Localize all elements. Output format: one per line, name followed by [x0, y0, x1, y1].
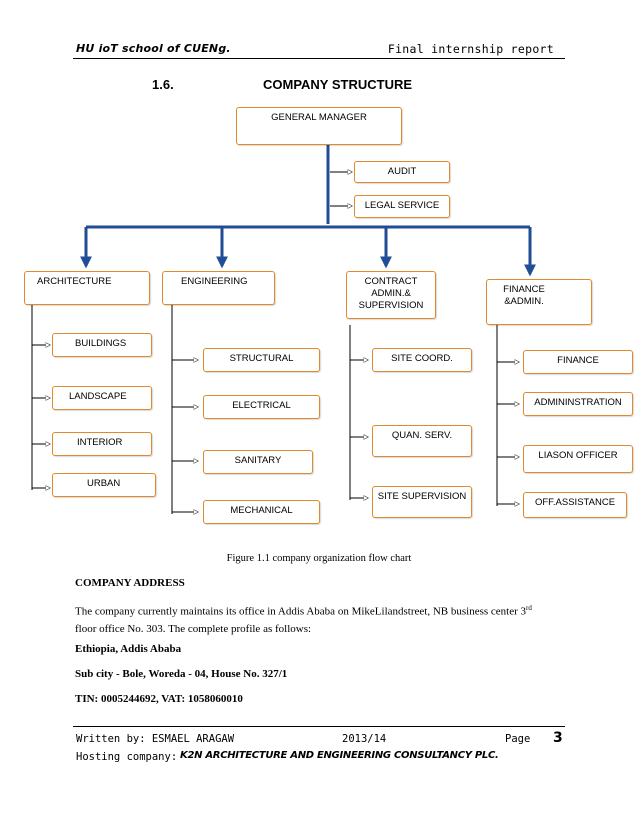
section-title: COMPANY STRUCTURE [263, 77, 413, 92]
address-superscript: rd [526, 604, 532, 612]
org-box-engineering: ENGINEERING [162, 271, 275, 305]
org-box-off-assistance: OFF.ASSISTANCE [523, 492, 627, 518]
org-box-contract-admin: CONTRACT ADMIN.& SUPERVISION [346, 271, 436, 319]
footer-page-number: 3 [553, 730, 563, 746]
address-paragraph: The company currently maintains its offi… [75, 600, 567, 638]
address-tin-vat: TIN: 0005244692, VAT: 1058060010 [75, 693, 243, 705]
address-subcity: Sub city - Bole, Woreda - 04, House No. … [75, 668, 288, 680]
org-box-liason-officer: LIASON OFFICER [523, 445, 633, 473]
org-box-mechanical: MECHANICAL [203, 500, 320, 524]
org-box-site-coord: SITE COORD. [372, 348, 472, 372]
org-box-sanitary: SANITARY [203, 450, 313, 474]
org-chart-connectors [31, 145, 536, 540]
org-box-electrical: ELECTRICAL [203, 395, 320, 419]
org-box-buildings: BUILDINGS [52, 333, 152, 357]
figure-caption: Figure 1.1 company organization flow cha… [226, 553, 412, 564]
footer-hosting-label: Hosting company: [76, 751, 178, 763]
org-box-general-manager: GENERAL MANAGER [236, 107, 402, 145]
org-box-urban: URBAN [52, 473, 156, 497]
header-rule [73, 58, 565, 59]
address-paragraph-line2: floor office No. 303. The complete profi… [75, 622, 312, 635]
address-location: Ethiopia, Addis Ababa [75, 643, 182, 655]
address-paragraph-line1: The company currently maintains its offi… [75, 605, 526, 618]
org-box-landscape: LANDSCAPE [52, 386, 152, 410]
footer-year: 2013/14 [342, 733, 387, 745]
org-box-finance: FINANCE [523, 350, 633, 374]
org-box-finance-admin: FINANCE &ADMIN. [486, 279, 592, 325]
footer-page-label: Page [505, 733, 531, 745]
org-box-quan-serv: QUAN. SERV. [372, 425, 472, 457]
address-heading: COMPANY ADDRESS [75, 577, 185, 589]
section-number: 1.6. [152, 77, 174, 92]
header-school: HU ioT school of CUENg. [76, 42, 231, 55]
header-report-title: Final internship report [387, 42, 554, 56]
footer-rule [73, 726, 565, 727]
org-box-site-supervision: SITE SUPERVISION [372, 486, 472, 518]
org-box-administration: ADMININSTRATION [523, 392, 633, 416]
org-box-interior: INTERIOR [52, 432, 152, 456]
footer-written-by: Written by: ESMAEL ARAGAW [76, 733, 235, 745]
org-box-structural: STRUCTURAL [203, 348, 320, 372]
footer-hosting-company: K2N ARCHITECTURE AND ENGINEERING CONSULT… [180, 750, 499, 761]
org-box-architecture: ARCHITECTURE [24, 271, 150, 305]
org-box-legal-service: LEGAL SERVICE [354, 195, 450, 218]
org-box-audit: AUDIT [354, 161, 450, 183]
